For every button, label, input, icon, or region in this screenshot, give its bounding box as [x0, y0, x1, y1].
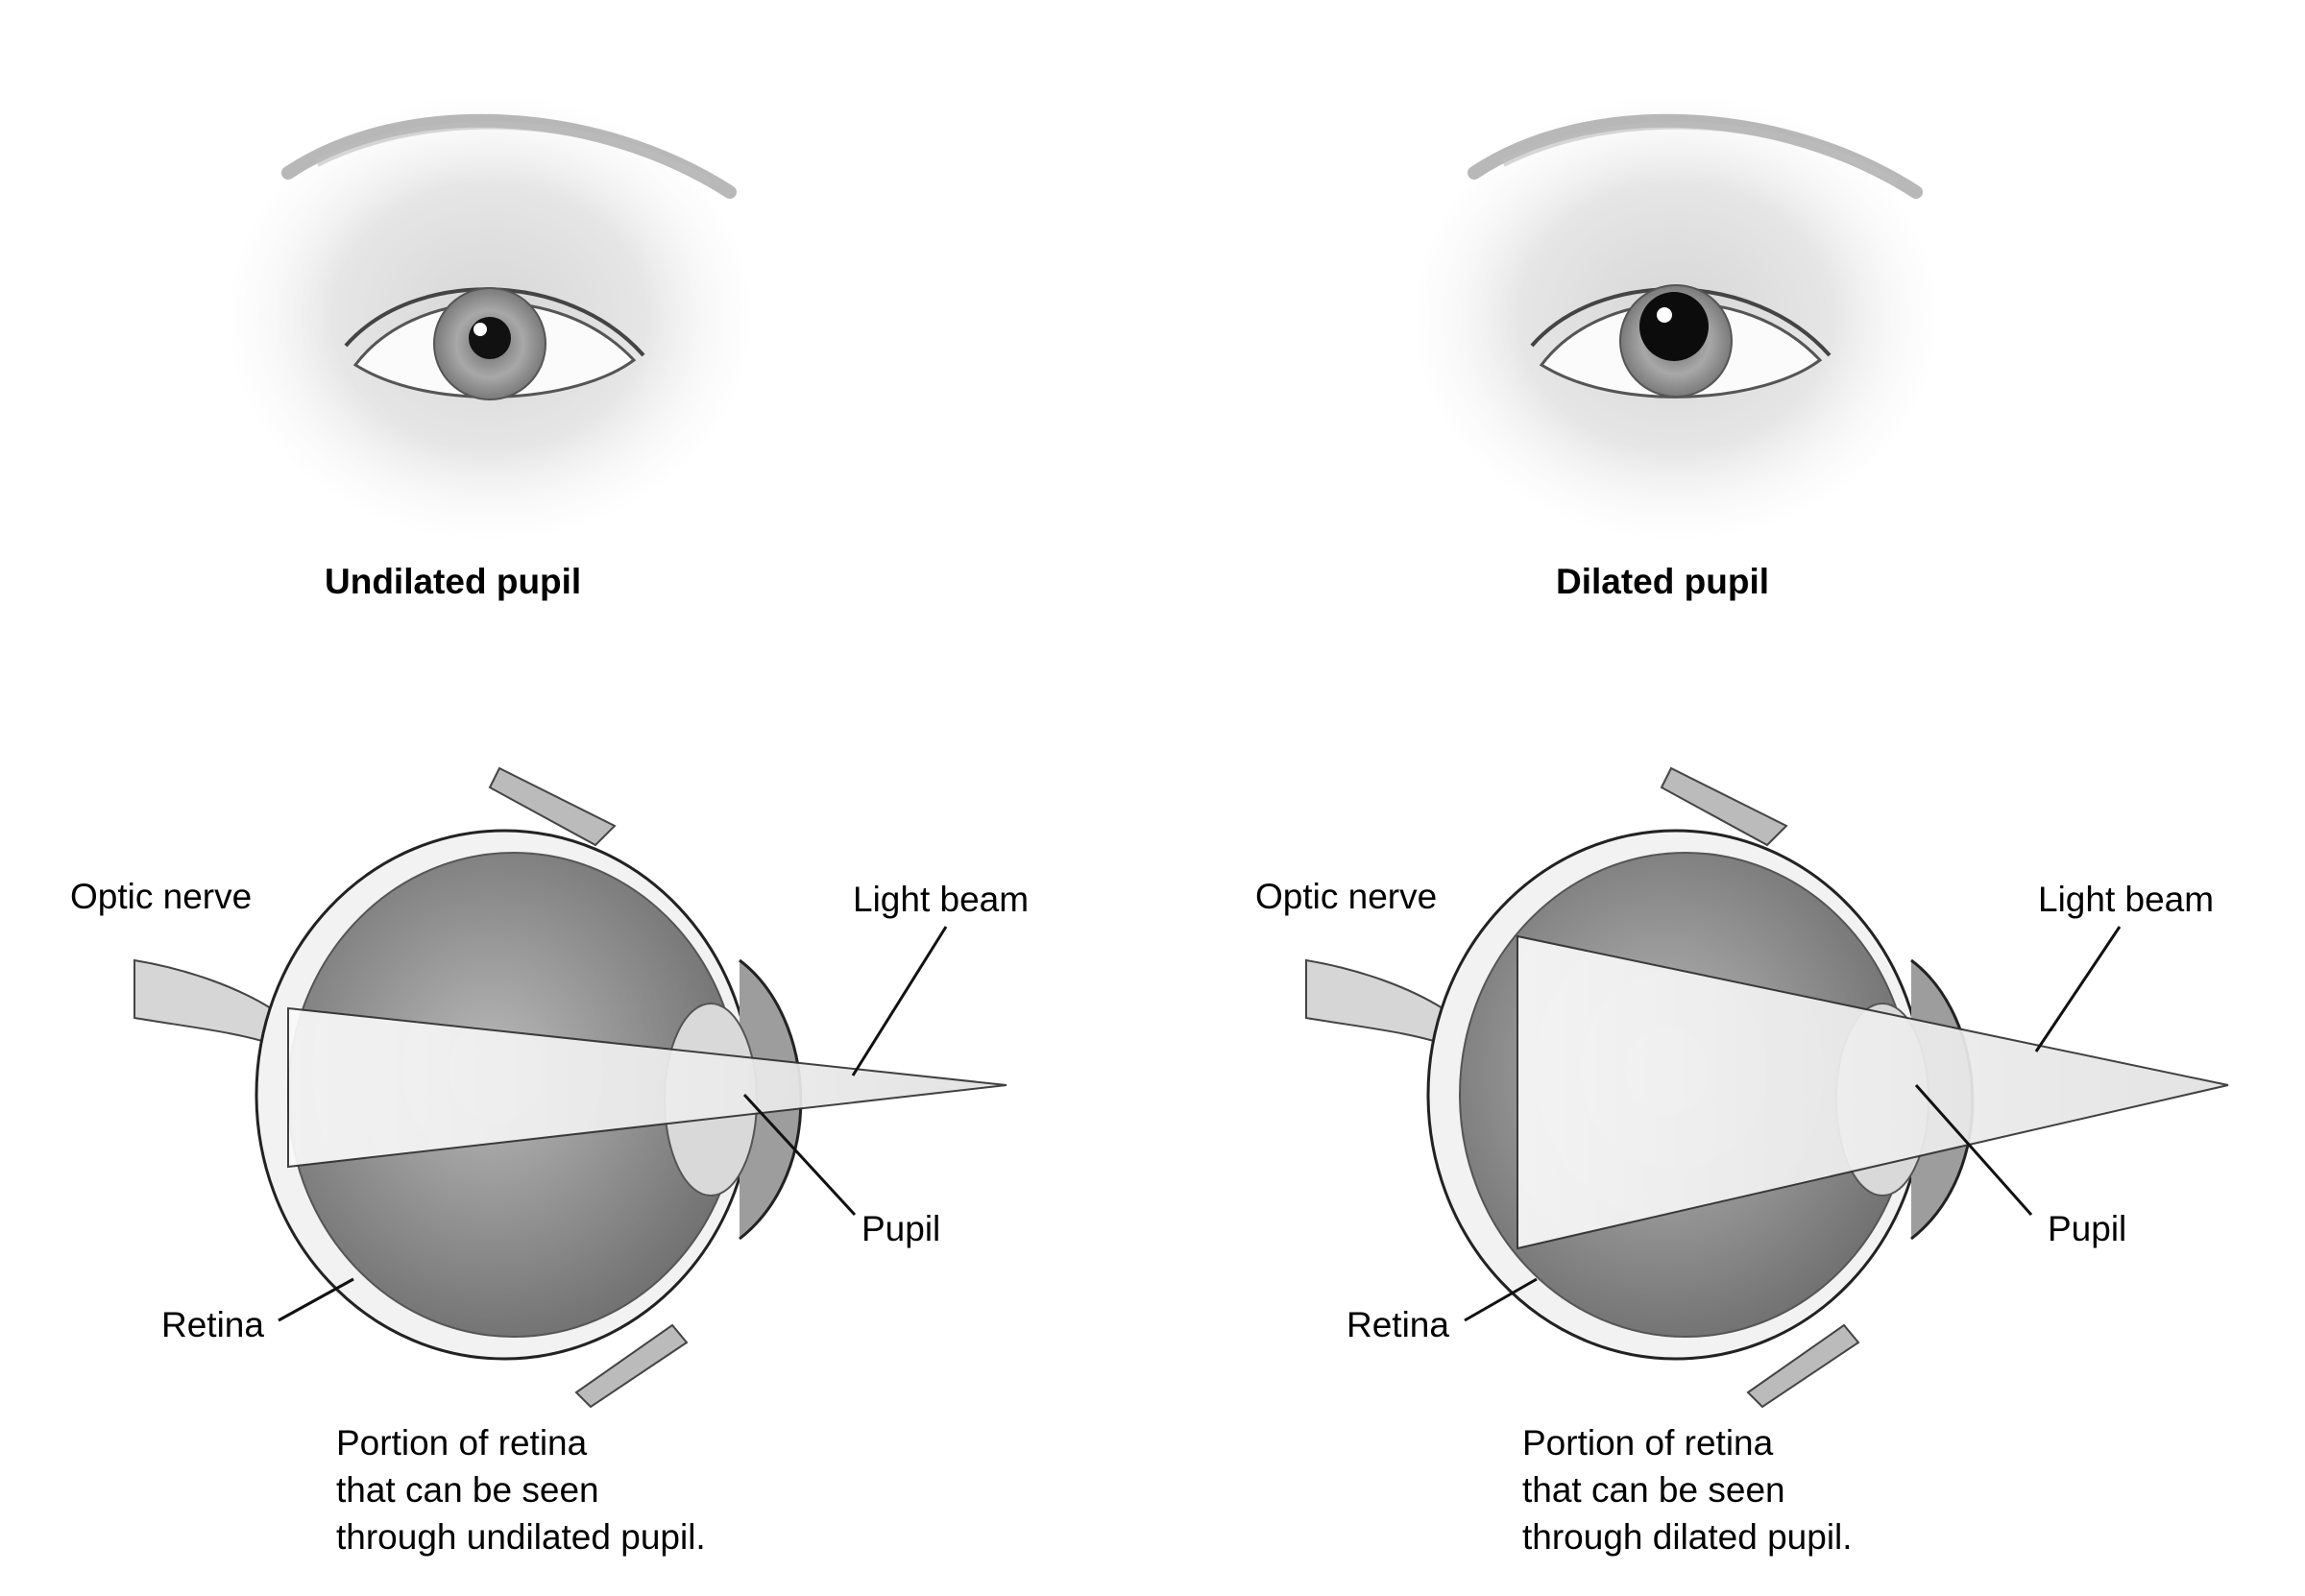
eye-cross-section-undilated	[133, 766, 1007, 1409]
label-optic-nerve-left: Optic nerve	[70, 877, 253, 916]
label-pupil-left: Pupil	[861, 1209, 941, 1248]
caption-undilated-line-2: that can be seen	[336, 1470, 599, 1510]
pupil-dilated	[1639, 292, 1709, 361]
label-light-beam-right: Light beam	[2038, 880, 2215, 919]
label-light-beam-left: Light beam	[853, 880, 1030, 919]
pupil-undilated	[469, 317, 511, 359]
caption-dilated-line-1: Portion of retina	[1522, 1423, 1774, 1463]
label-optic-nerve-right: Optic nerve	[1255, 877, 1438, 916]
eye-cross-section-dilated	[1305, 766, 2229, 1409]
label-retina-left: Retina	[161, 1305, 264, 1344]
external-eye-undilated	[230, 96, 749, 538]
caption-undilated-line-1: Portion of retina	[336, 1423, 588, 1463]
caption-undilated-line-3: through undilated pupil.	[336, 1517, 706, 1557]
external-eye-dilated	[1417, 96, 1935, 538]
label-pupil-right: Pupil	[2048, 1209, 2127, 1248]
caption-dilated-line-3: through dilated pupil.	[1522, 1517, 1853, 1557]
light-beam-dilated	[1516, 934, 2229, 1250]
panel-title-dilated: Dilated pupil	[1556, 562, 1769, 601]
panel-title-undilated: Undilated pupil	[325, 562, 582, 601]
light-beam-undilated	[287, 1006, 1007, 1169]
caption-dilated-line-2: that can be seen	[1522, 1470, 1785, 1510]
caption-undilated: Portion of retina that can be seen throu…	[336, 1419, 706, 1560]
label-retina-right: Retina	[1347, 1305, 1449, 1344]
caption-dilated: Portion of retina that can be seen throu…	[1522, 1419, 1853, 1560]
